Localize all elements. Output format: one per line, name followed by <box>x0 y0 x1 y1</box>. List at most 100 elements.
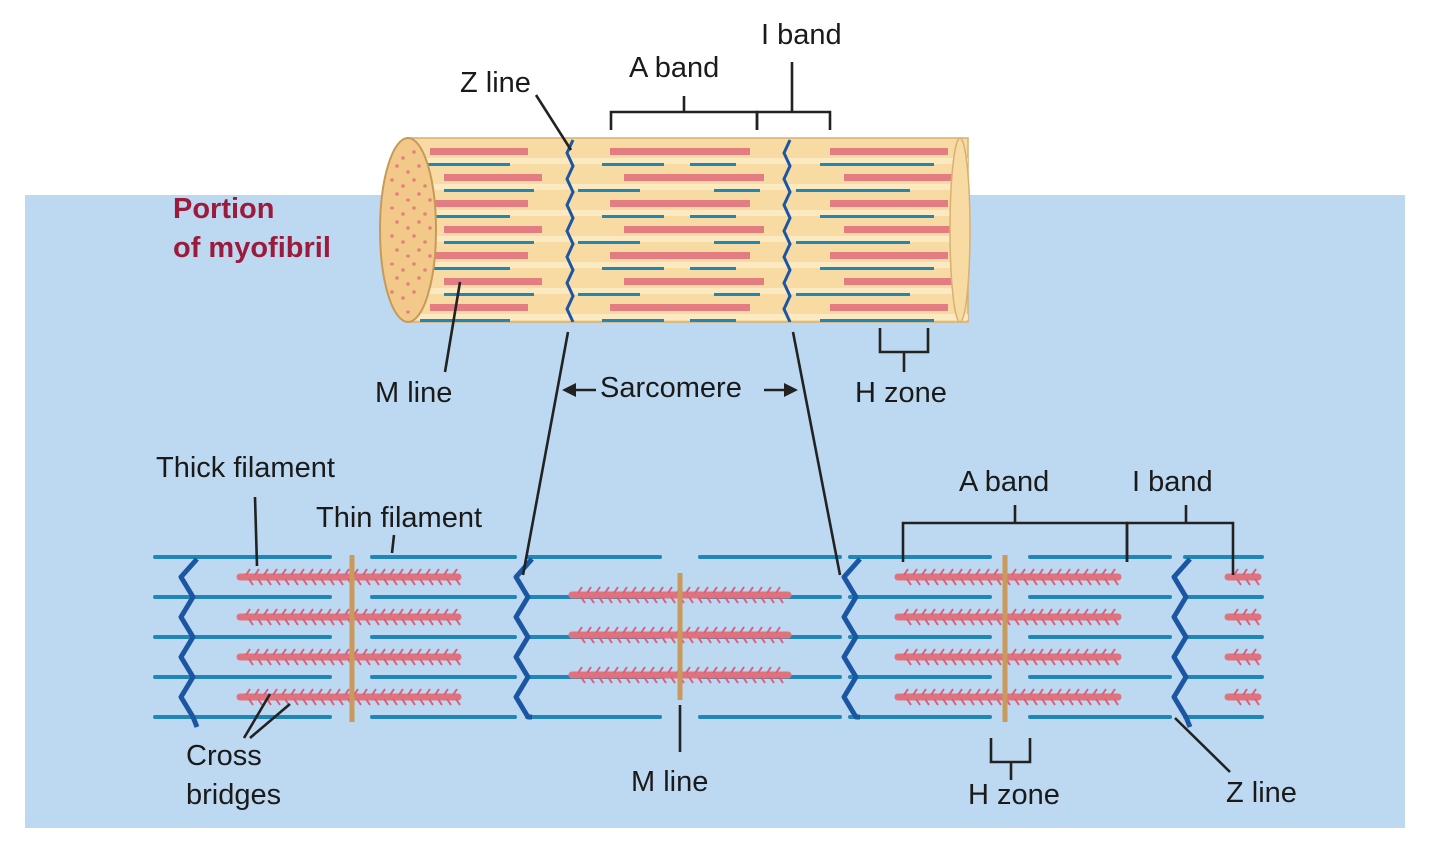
cross-section-dot <box>395 276 399 280</box>
z-line-top-label: Z line <box>460 67 531 99</box>
cylinder-band <box>408 262 968 268</box>
cross-section-dot <box>417 276 421 280</box>
cross-section-dot <box>423 268 427 272</box>
cylinder-band <box>408 314 968 320</box>
cross-section-dot <box>412 178 416 182</box>
cross-bridge <box>245 608 461 626</box>
cylinder-thin-bar <box>690 267 736 270</box>
cylinder-band <box>408 210 968 216</box>
cross-section-dot <box>412 262 416 266</box>
cylinder-thick-bar <box>830 252 948 259</box>
z-line <box>178 557 200 728</box>
cross-bridges-label-line2: bridges <box>186 779 281 811</box>
cross-section-dot <box>395 164 399 168</box>
cylinder-thick-bar <box>444 174 542 181</box>
cylinder-thin-bar <box>690 215 736 218</box>
cylinder-thin-bar <box>714 293 760 296</box>
cross-section-dot <box>417 164 421 168</box>
h-zone-top-label: H zone <box>855 377 947 409</box>
h-zone-bottom-label: H zone <box>968 779 1060 811</box>
cylinder-band <box>408 236 968 242</box>
cylinder-z-line <box>565 139 575 322</box>
myofibril-cylinder <box>379 137 971 323</box>
a-band-bottom-label: A band <box>959 466 1049 498</box>
cylinder-thin-bar <box>820 319 934 322</box>
cylinder-thick-bar <box>844 174 962 181</box>
thin-filament-pointer <box>390 534 396 554</box>
cross-bridge <box>903 568 1119 586</box>
cylinder-thin-bar <box>602 319 664 322</box>
z-line <box>841 557 862 720</box>
h-zone-bracket-top <box>878 328 930 372</box>
cross-section-dot <box>401 212 405 216</box>
labels: Portion of myofibril Z line A band I ban… <box>156 19 1297 811</box>
cylinder-thin-bar <box>714 241 760 244</box>
cross-section-dot <box>417 192 421 196</box>
m-line-top-pointer <box>443 281 462 373</box>
cylinder-thick-bar <box>610 304 750 311</box>
cylinder-thin-bar <box>690 163 736 166</box>
cross-bridge <box>245 568 461 586</box>
cross-section-dot <box>423 184 427 188</box>
cross-bridge <box>1233 648 1260 666</box>
cross-bridge <box>1233 688 1260 706</box>
cross-section-dot <box>395 220 399 224</box>
cross-section-dot <box>401 296 405 300</box>
z-line <box>1171 557 1193 728</box>
cross-bridge <box>903 648 1119 666</box>
cylinder-band <box>408 288 968 294</box>
z-line <box>513 557 534 720</box>
cylinder-thin-bar <box>602 215 664 218</box>
cross-section-dot <box>406 310 410 314</box>
cross-bridge <box>1233 568 1260 586</box>
cylinder-thick-bar <box>610 148 750 155</box>
i-band-bracket-top <box>755 62 832 130</box>
cylinder-thick-bar <box>610 200 750 207</box>
z-line-bottom-pointer <box>1174 717 1231 773</box>
cylinder-right-edge <box>949 137 971 323</box>
cross-bridge <box>577 586 784 604</box>
cylinder-thin-bar <box>820 215 934 218</box>
cylinder-thin-bar <box>796 189 910 192</box>
cross-bridge <box>245 648 461 666</box>
cylinder-thin-bar <box>714 189 760 192</box>
cylinder-thin-bar <box>420 163 510 166</box>
cylinder-thick-bar <box>444 226 542 233</box>
cross-section-dot <box>412 206 416 210</box>
sarcomere-arrowhead-left <box>562 383 576 397</box>
sarcomere-detail <box>153 555 1264 728</box>
cross-section-dot <box>428 198 432 202</box>
cylinder-cross-section <box>379 137 437 323</box>
cross-section-dot <box>401 184 405 188</box>
cross-section-dot <box>395 192 399 196</box>
cylinder-thick-bar <box>624 174 764 181</box>
cross-section-dot <box>406 226 410 230</box>
cross-bridge <box>903 608 1119 626</box>
cylinder-thick-bar <box>844 226 962 233</box>
cylinder-thin-bar <box>796 293 910 296</box>
cross-section-dot <box>406 254 410 258</box>
cross-section-dot <box>412 150 416 154</box>
i-band-bracket-bottom <box>1125 505 1235 575</box>
cylinder-thin-bar <box>690 319 736 322</box>
thick-filament-pointer <box>253 496 259 567</box>
cylinder-thin-bar <box>820 163 934 166</box>
cylinder-thick-bar <box>830 304 948 311</box>
i-band-bottom-label: I band <box>1132 466 1213 498</box>
cross-bridges-pointer <box>242 693 291 739</box>
cylinder-thin-bar <box>578 189 640 192</box>
cross-section-dot <box>412 234 416 238</box>
cylinder-thin-bar <box>602 267 664 270</box>
cross-section-dot <box>423 212 427 216</box>
leader-lines <box>242 62 1235 780</box>
cylinder-thin-bar <box>578 241 640 244</box>
m-line-top-label: M line <box>375 377 452 409</box>
cross-section-dot <box>390 206 394 210</box>
zoom-line-right <box>791 331 842 576</box>
portion-label-line2: of myofibril <box>173 232 331 264</box>
m-line-bottom-label: M line <box>631 766 708 798</box>
cross-bridges-label-line1: Cross <box>186 740 262 772</box>
sarcomere-arrowhead-right <box>784 383 798 397</box>
cylinder-thin-bar <box>444 293 534 296</box>
cylinder-z-line <box>782 139 792 322</box>
